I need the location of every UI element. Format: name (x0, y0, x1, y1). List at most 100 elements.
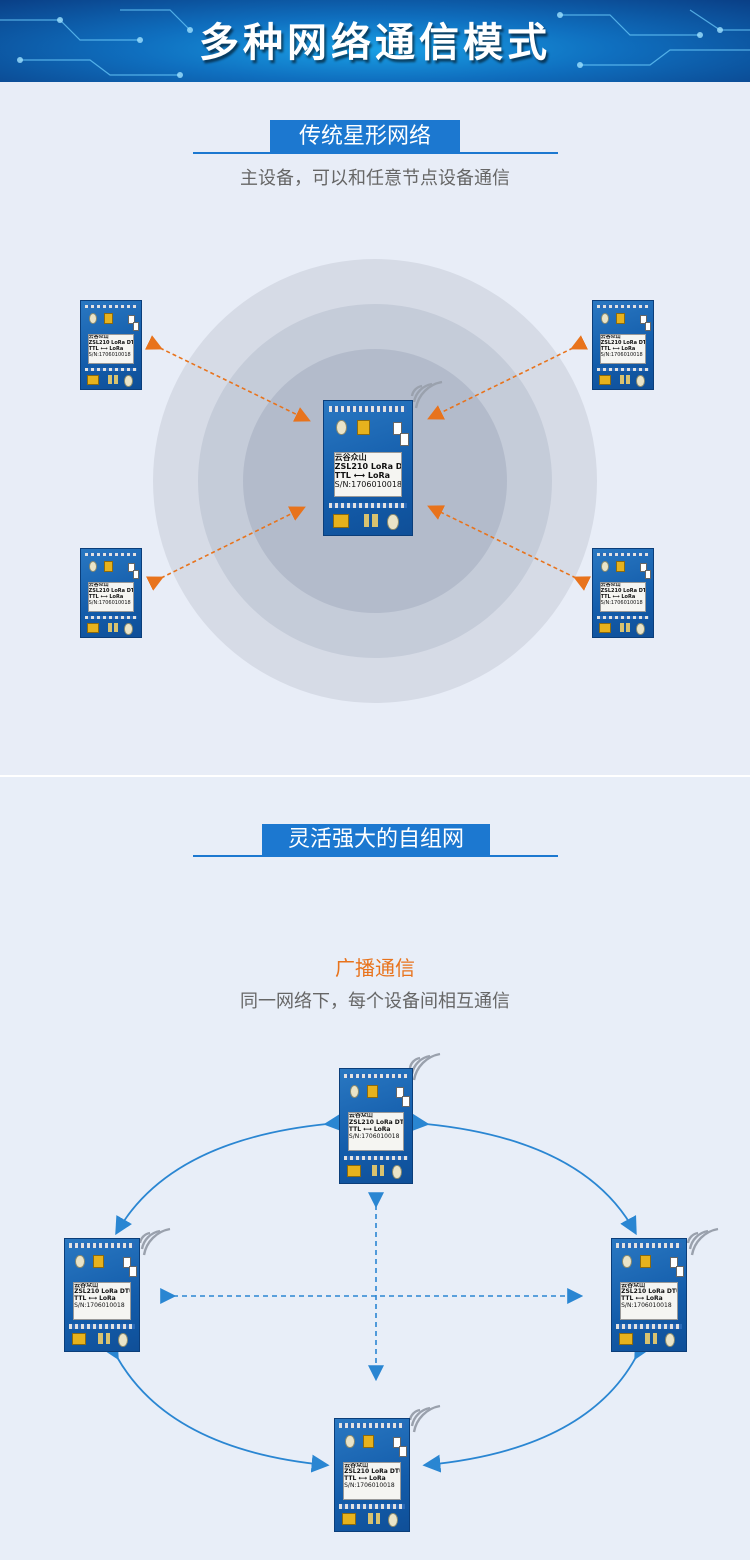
module-model: ZSL210 LoRa DTU (88, 588, 135, 595)
module-mount-hole (636, 622, 645, 635)
module-label: 云谷众山 ZSL210 LoRa DTU TTL ⟷ LoRa S/N:1706… (599, 334, 647, 365)
module-label: 云谷众山 ZSL210 LoRa DTU TTL ⟷ LoRa S/N:1706… (347, 1112, 405, 1152)
module-connector (675, 1265, 684, 1277)
module-pad (626, 374, 630, 384)
module-model: ZSL210 LoRa DTU (600, 588, 647, 595)
module-led-chip (615, 313, 625, 325)
pcb-header-pins (616, 1243, 682, 1248)
module-mount-hole (118, 1333, 129, 1348)
module-label: 云谷众山 ZSL210 LoRa DTU TTL ⟷ LoRa S/N:1706… (73, 1281, 131, 1320)
module-pad (108, 374, 112, 384)
module-connector (128, 1265, 137, 1277)
module-connector (122, 1256, 131, 1268)
module-capacitor (332, 513, 349, 528)
module-mount-hole (665, 1333, 676, 1348)
module-led-chip (367, 1084, 378, 1099)
pcb-header-pins (84, 304, 138, 309)
module-pad (375, 1513, 381, 1525)
module-link: TTL ⟷ LoRa (88, 345, 124, 352)
module-pad (363, 513, 369, 527)
wifi-signal-icon (410, 380, 443, 409)
module-connector (392, 1436, 401, 1448)
node-device-module: 云谷众山 ZSL210 LoRa DTU TTL ⟷ LoRa S/N:1706… (80, 300, 142, 390)
module-pad (105, 1333, 111, 1345)
module-serial: S/N:1706010018 (621, 1302, 672, 1310)
node-device-module: 云谷众山 ZSL210 LoRa DTU TTL ⟷ LoRa S/N:1706… (592, 300, 654, 390)
module-connector (399, 433, 409, 446)
module-led-chip (363, 1434, 374, 1448)
module-link: TTL ⟷ LoRa (600, 593, 636, 600)
pcb-pins-bottom (596, 367, 650, 372)
module-model: ZSL210 LoRa DTU (600, 340, 647, 347)
star-header-line (193, 152, 558, 154)
module-capacitor (342, 1513, 357, 1526)
pcb-pins-bottom (69, 1324, 135, 1329)
module-capacitor (599, 374, 611, 385)
module-connector (132, 570, 140, 580)
module-model: ZSL210 LoRa DTU (344, 1468, 401, 1476)
module-connector (132, 322, 140, 332)
pcb-pins-bottom (339, 1504, 405, 1509)
module-brand: 云谷众山 (600, 582, 621, 589)
circuit-pattern (0, 9, 750, 78)
module-capacitor (619, 1333, 634, 1346)
module-serial: S/N:1706010018 (600, 351, 643, 358)
module-pad (108, 622, 112, 632)
pcb-pins-bottom (329, 502, 407, 509)
module-capacitor (87, 622, 99, 633)
pcb-header-pins (69, 1243, 135, 1248)
module-link: TTL ⟷ LoRa (334, 471, 391, 481)
module-button (601, 313, 610, 325)
pcb-pins-bottom (596, 615, 650, 620)
module-button (601, 561, 610, 573)
star-subtitle: 主设备，可以和任意节点设备通信 (240, 168, 510, 189)
module-label: 云谷众山 ZSL210 LoRa DTU TTL ⟷ LoRa S/N:1706… (620, 1281, 678, 1320)
pcb-header-pins (329, 406, 407, 412)
module-led-chip (103, 313, 113, 325)
node-device-module: 云谷众山 ZSL210 LoRa DTU TTL ⟷ LoRa S/N:1706… (339, 1068, 413, 1184)
pcb-pins-bottom (616, 1324, 682, 1329)
module-led-chip (93, 1254, 104, 1268)
module-model: ZSL210 LoRa DTU (74, 1288, 131, 1296)
module-led-chip (357, 419, 370, 436)
module-button (622, 1254, 632, 1268)
broadcast-subtitle: 同一网络下，每个设备间相互通信 (240, 991, 510, 1012)
module-pad (372, 513, 378, 527)
pcb-header-pins (84, 552, 138, 557)
module-brand: 云谷众山 (621, 1281, 646, 1289)
banner: 多种网络通信模式 (0, 0, 750, 82)
module-connector (401, 1096, 410, 1108)
module-label: 云谷众山 ZSL210 LoRa DTU TTL ⟷ LoRa S/N:1706… (343, 1461, 401, 1500)
module-model: ZSL210 LoRa DTU (348, 1119, 405, 1127)
node-device-module: 云谷众山 ZSL210 LoRa DTU TTL ⟷ LoRa S/N:1706… (334, 1418, 410, 1532)
pcb-header-pins (596, 304, 650, 309)
broadcast-title: 广播通信 (335, 956, 415, 980)
module-mount-hole (124, 374, 133, 387)
module-brand: 云谷众山 (334, 452, 367, 462)
module-led-chip (103, 561, 113, 573)
module-pad (368, 1513, 373, 1525)
module-mount-hole (388, 1513, 399, 1528)
module-button (89, 313, 98, 325)
master-device-module: 云谷众山 ZSL210 LoRa DTU TTL ⟷ LoRa S/N:1706… (323, 400, 413, 536)
module-pad (98, 1333, 103, 1345)
pcb-header-pins (596, 552, 650, 557)
module-model: ZSL210 LoRa DTU (334, 462, 403, 472)
module-capacitor (87, 374, 99, 385)
module-capacitor (599, 622, 611, 633)
module-link: TTL ⟷ LoRa (600, 345, 636, 352)
module-connector (396, 1087, 404, 1099)
module-label: 云谷众山 ZSL210 LoRa DTU TTL ⟷ LoRa S/N:1706… (599, 582, 647, 613)
module-connector (644, 570, 652, 580)
module-connector (127, 563, 135, 573)
module-serial: S/N:1706010018 (600, 599, 643, 606)
node-device-module: 云谷众山 ZSL210 LoRa DTU TTL ⟷ LoRa S/N:1706… (64, 1238, 140, 1352)
module-button (345, 1434, 355, 1448)
pcb-header-pins (344, 1073, 408, 1079)
mesh-header: 灵活强大的自组网 (262, 824, 490, 856)
banner-title: 多种网络通信模式 (199, 20, 551, 66)
module-led-chip (615, 561, 625, 573)
module-brand: 云谷众山 (88, 334, 109, 341)
section-divider (0, 775, 750, 777)
